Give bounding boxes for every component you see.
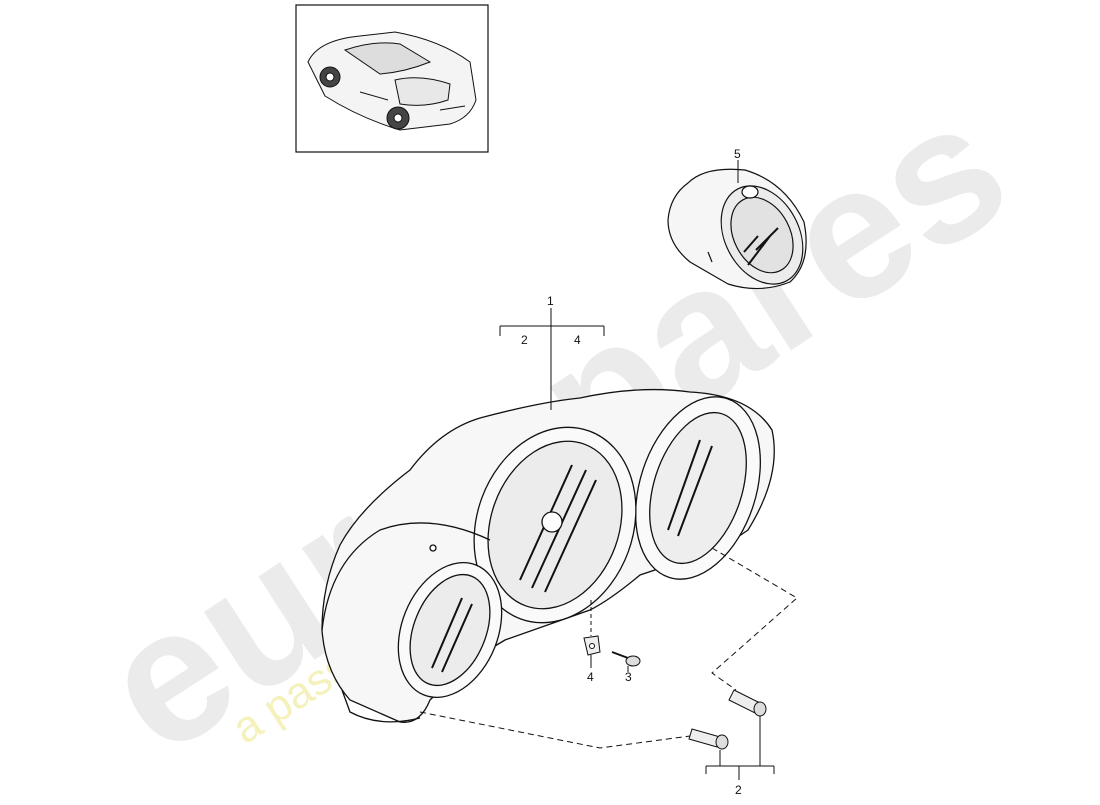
vehicle-thumbnail — [295, 4, 489, 153]
callout-4-top: 4 — [574, 333, 581, 347]
car-icon — [307, 31, 477, 131]
clip-part — [583, 635, 601, 656]
callout-group-2-bottom — [705, 716, 775, 780]
instrument-cluster — [321, 388, 775, 723]
callout-3: 3 — [625, 670, 632, 684]
screw-part — [611, 651, 641, 667]
callout-group-1 — [499, 308, 605, 410]
callout-2-top: 2 — [521, 333, 528, 347]
bulb-parts — [688, 689, 767, 750]
callout-4-clip: 4 — [587, 670, 594, 684]
callout-5: 5 — [734, 147, 741, 161]
leader-lines — [419, 547, 798, 749]
callout-labels: 1 2 4 5 4 3 2 — [521, 147, 742, 797]
clock-gauge — [667, 168, 807, 290]
callout-1: 1 — [547, 294, 554, 308]
callout-2-bottom: 2 — [735, 783, 742, 797]
